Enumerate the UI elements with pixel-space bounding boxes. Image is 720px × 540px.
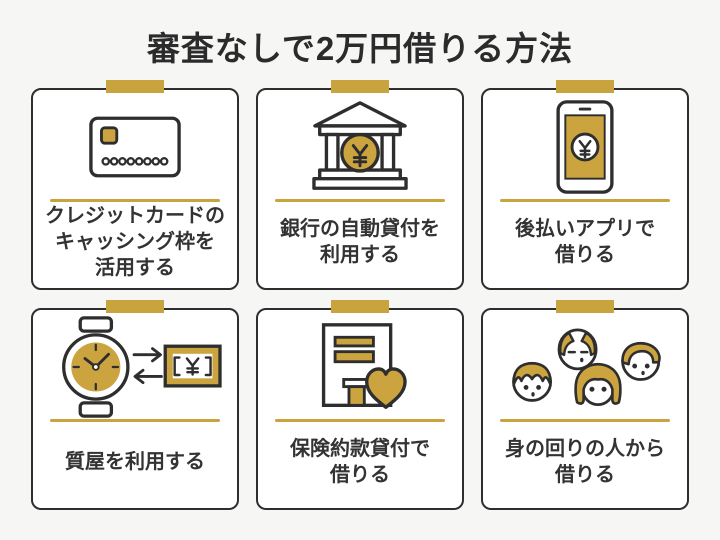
- credit-card-icon: [89, 116, 181, 178]
- label-line: キャッシング枠を: [55, 231, 215, 253]
- card-borrow-from-people: 身の回りの人から 借りる: [481, 300, 689, 510]
- label-line: 保険約款貸付で: [290, 438, 430, 460]
- tape-decoration: [106, 300, 164, 313]
- tape-decoration: [331, 300, 389, 313]
- gold-divider: [50, 419, 220, 422]
- watch-money-exchange-icon: [62, 316, 222, 418]
- card-credit-card-cashing: クレジットカードの キャッシング枠を 活用する: [31, 80, 239, 290]
- insurance-building-heart-icon: [321, 323, 407, 409]
- gold-divider: [275, 419, 445, 422]
- icon-box: [46, 315, 224, 419]
- card-grid: クレジットカードの キャッシング枠を 活用する: [31, 80, 689, 510]
- label-line: 活用する: [95, 257, 175, 279]
- label-line: 銀行の自動貸付を: [280, 218, 440, 240]
- icon-box: [89, 95, 181, 199]
- label-line: 後払いアプリで: [515, 218, 655, 240]
- label-line: 利用する: [320, 244, 400, 266]
- card-label: 銀行の自動貸付を 利用する: [280, 202, 440, 288]
- tape-decoration: [556, 80, 614, 93]
- label-line: 借りる: [330, 464, 390, 486]
- tape-decoration: [556, 300, 614, 313]
- gold-divider: [275, 199, 445, 202]
- card-deferred-pay-app: 後払いアプリで 借りる: [481, 80, 689, 290]
- label-line: 借りる: [555, 464, 615, 486]
- label-line: 借りる: [555, 244, 615, 266]
- card-label: 身の回りの人から 借りる: [505, 422, 665, 508]
- icon-box: [308, 315, 412, 419]
- icon-box: [555, 95, 615, 199]
- card-label: 質屋を利用する: [65, 422, 205, 508]
- icon-box: [500, 315, 670, 419]
- card-insurance-policy-loan: 保険約款貸付で 借りる: [256, 300, 464, 510]
- card-pawnshop: 質屋を利用する: [31, 300, 239, 510]
- smartphone-pay-icon: [556, 100, 614, 194]
- gold-divider: [500, 419, 670, 422]
- tape-decoration: [106, 80, 164, 93]
- label-line: クレジットカードの: [45, 205, 225, 227]
- card-label: 後払いアプリで 借りる: [515, 202, 655, 288]
- card-label: クレジットカードの キャッシング枠を 活用する: [45, 202, 225, 288]
- label-line: 身の回りの人から: [505, 438, 665, 460]
- label-line: 質屋を利用する: [65, 451, 205, 473]
- bank-icon: [312, 101, 408, 190]
- card-bank-auto-loan: 銀行の自動貸付を 利用する: [256, 80, 464, 290]
- card-label: 保険約款貸付で 借りる: [290, 422, 430, 508]
- family-faces-icon: [512, 328, 661, 406]
- tape-decoration: [331, 80, 389, 93]
- gold-divider: [500, 199, 670, 202]
- gold-divider: [50, 199, 220, 202]
- page-title: 審査なしで2万円借りる方法: [146, 30, 574, 67]
- icon-box: [310, 95, 410, 199]
